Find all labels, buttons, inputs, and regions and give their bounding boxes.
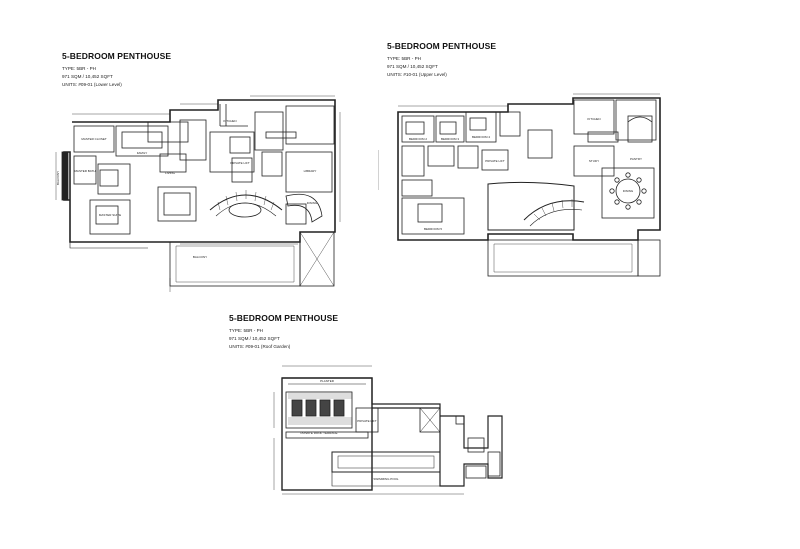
plan-roof-garden-header: 5-BEDROOM PENTHOUSE TYPE: 5BR - PH 971 S… — [229, 313, 338, 352]
plan-type: TYPE: 5BR - PH — [62, 66, 96, 71]
room-label: KITCHEN — [587, 117, 600, 121]
room-label: LIBRARY — [304, 169, 317, 173]
room-label: PRIVATE LIFT — [485, 159, 505, 163]
plan-units: UNITS: #10-01 (Upper Level) — [387, 72, 447, 78]
plan-units: UNITS: #09-01 (Roof Garden) — [229, 344, 291, 350]
room-label: PLANTER — [320, 379, 335, 383]
room-label: MASTER CLOSET — [81, 137, 107, 141]
room-label: DINING — [623, 189, 634, 193]
plan-area: 971 SQM / 10,452 SQFT — [62, 74, 113, 80]
plan-upper-level-header: 5-BEDROOM PENTHOUSE TYPE: 5BR - PH 971 S… — [387, 41, 496, 80]
room-label: BEDROOM 4 — [472, 135, 490, 139]
plan-title: 5-BEDROOM PENTHOUSE — [62, 51, 172, 61]
room-label: BALCONY — [193, 255, 207, 259]
room-label: BALCONY — [56, 171, 60, 185]
floorplan-lower-level: MASTER CLOSET FAMILY BALCONY MASTER BATH… — [55, 95, 341, 292]
room-label: BEDROOM 5 — [424, 227, 442, 231]
floorplan-roof-garden: PRIVATE ROOF TERRACE PRIVATE LIFT SWIMMI… — [273, 365, 503, 495]
plan-units: UNITS: #09-01 (Lower Level) — [62, 82, 122, 88]
room-label: PRIVATE LIFT — [357, 419, 377, 423]
plan-type: TYPE: 5BR - PH — [229, 328, 263, 333]
room-label: LIVING — [165, 171, 176, 175]
room-label: MASTER SUITE — [99, 213, 121, 217]
plan-title: 5-BEDROOM PENTHOUSE — [229, 313, 339, 323]
room-label: PRIVATE LIFT — [230, 161, 250, 165]
room-label: KITCHEN — [223, 119, 236, 123]
plan-area: 971 SQM / 10,452 SQFT — [387, 64, 438, 70]
room-label: DINING — [307, 201, 318, 205]
plan-title: 5-BEDROOM PENTHOUSE — [387, 41, 497, 51]
room-label: MASTER BATH — [74, 169, 95, 173]
plan-type: TYPE: 5BR - PH — [387, 56, 421, 61]
plan-lower-level-header: 5-BEDROOM PENTHOUSE TYPE: 5BR - PH 971 S… — [62, 51, 171, 90]
room-label: PRIVATE ROOF TERRACE — [300, 431, 337, 435]
room-label: STUDY — [589, 159, 599, 163]
room-label: FAMILY — [137, 151, 147, 155]
room-label: BEDROOM 2 — [409, 137, 427, 141]
room-label: BEDROOM 3 — [441, 137, 459, 141]
room-label: SWIMMING POOL — [373, 477, 398, 481]
room-label: PANTRY — [630, 157, 642, 161]
floorplan-upper-level: BEDROOM 2 BEDROOM 3 BEDROOM 4 BEDROOM 5 … — [378, 93, 661, 277]
plan-area: 971 SQM / 10,452 SQFT — [229, 336, 280, 342]
